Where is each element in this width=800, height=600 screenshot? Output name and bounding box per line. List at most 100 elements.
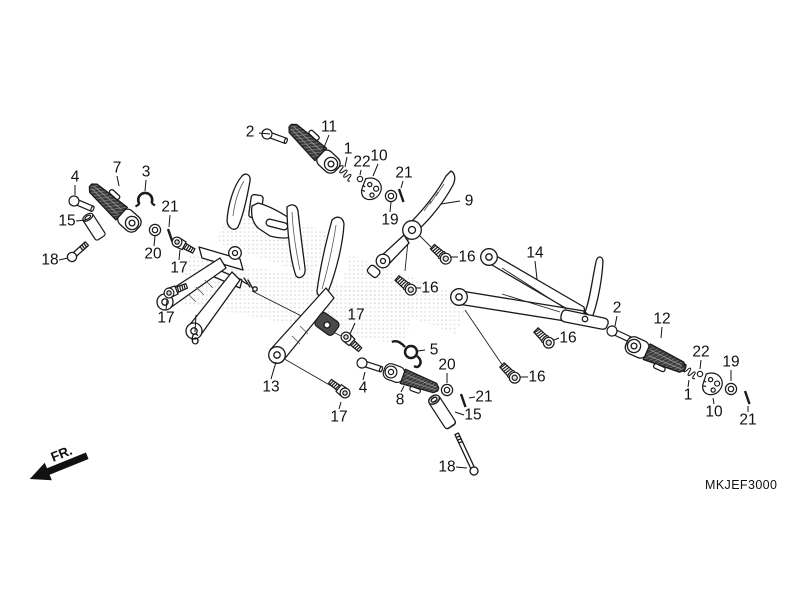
callout-leader-1 — [344, 156, 348, 168]
callout-3: 3 — [142, 164, 151, 181]
callout-leader-10 — [372, 163, 379, 177]
callout-22: 22 — [692, 344, 709, 361]
callout-leader-12 — [660, 326, 663, 339]
callout-14: 14 — [526, 245, 544, 262]
callout-21: 21 — [739, 412, 756, 429]
part-bolt-16-c — [531, 325, 557, 351]
callout-leader-21 — [468, 396, 476, 399]
callout-11: 11 — [321, 119, 337, 136]
part-clip-3 — [134, 191, 156, 208]
callout-12: 12 — [653, 311, 670, 328]
callout-16: 16 — [421, 280, 438, 297]
part-pin-4-left — [66, 193, 97, 215]
callout-leader-18 — [455, 466, 468, 469]
callout-16: 16 — [559, 330, 576, 347]
callout-19: 19 — [722, 354, 739, 371]
fr-direction-arrow: FR. — [29, 443, 89, 481]
part-collar-15-left — [80, 210, 107, 242]
callout-18: 18 — [41, 252, 58, 269]
part-pin-21-left — [166, 227, 174, 244]
callout-leader-17 — [165, 299, 168, 311]
callout-10: 10 — [370, 148, 388, 165]
callout-leader-9 — [440, 200, 461, 205]
callout-20: 20 — [144, 246, 162, 263]
callout-leader-2 — [258, 132, 271, 135]
arrow-icon — [29, 452, 89, 481]
part-bolt-18-left — [66, 241, 90, 263]
part-washer-20-left — [148, 223, 162, 237]
callout-16: 16 — [528, 369, 545, 386]
callout-leader-17 — [338, 401, 342, 410]
callout-leader-21 — [400, 180, 404, 189]
callout-leader-11 — [322, 134, 330, 151]
callout-leader-13 — [270, 361, 277, 380]
callout-leader-8 — [400, 385, 405, 393]
callout-4: 4 — [71, 169, 80, 186]
part-spring-1-top — [336, 163, 355, 183]
part-footpeg-12 — [621, 333, 690, 381]
callout-21: 21 — [395, 165, 412, 182]
callout-leader-14 — [534, 260, 538, 280]
callout-leader-1 — [687, 379, 690, 388]
part-plate-10-top — [359, 176, 384, 203]
callout-leader-16 — [553, 337, 560, 341]
part-bolt-16-d — [497, 360, 523, 386]
part-footpeg-8 — [380, 361, 442, 400]
callout-leader-18 — [58, 257, 69, 261]
callout-17: 17 — [157, 310, 174, 327]
callout-leader-20 — [153, 235, 156, 247]
part-bolt-17-c — [326, 376, 353, 401]
callout-9: 9 — [465, 193, 474, 210]
part-bolt-17-a — [169, 234, 197, 256]
part-ring-22-right — [696, 370, 704, 378]
part-washer-19-top — [384, 189, 398, 203]
callout-1: 1 — [344, 141, 353, 158]
callout-16: 16 — [458, 249, 475, 266]
callout-2: 2 — [246, 124, 255, 141]
callout-17: 17 — [347, 307, 364, 324]
callout-22: 22 — [353, 154, 370, 171]
part-bolt-16-a — [428, 242, 454, 267]
callout-6: 6 — [191, 332, 200, 349]
callout-10: 10 — [705, 404, 723, 421]
callout-21: 21 — [161, 199, 178, 216]
callout-leader-15 — [75, 219, 87, 222]
part-lever-9 — [366, 170, 456, 279]
callout-leader-4 — [362, 371, 366, 381]
part-pin-21-right — [743, 389, 751, 406]
callout-5: 5 — [430, 342, 439, 359]
part-washer-19-right — [724, 382, 738, 396]
callout-leader-21 — [168, 214, 171, 228]
part-collar-15-rear — [426, 392, 458, 431]
callout-17: 17 — [170, 260, 187, 277]
callout-18: 18 — [438, 459, 455, 476]
callout-19: 19 — [381, 212, 398, 229]
part-pin-21-rear — [459, 392, 467, 409]
part-step-bracket-13 — [268, 204, 345, 364]
callout-leader-6 — [194, 314, 197, 333]
callout-leader-22 — [359, 169, 362, 176]
callout-2: 2 — [613, 300, 622, 317]
part-spring-5 — [391, 339, 422, 369]
callout-15: 15 — [464, 407, 481, 424]
callout-7: 7 — [113, 160, 122, 177]
callout-leader-10 — [712, 397, 715, 405]
callout-leader-2 — [614, 315, 618, 327]
callout-17: 17 — [330, 409, 347, 426]
callout-leader-17 — [349, 322, 356, 335]
part-code: MKJEF3000 — [705, 478, 777, 492]
part-pin-2-top — [259, 126, 290, 147]
callout-leader-15 — [454, 411, 465, 416]
part-pin-4-rear — [355, 356, 385, 375]
callout-leader-3 — [144, 179, 147, 192]
part-washer-20-rear — [440, 383, 454, 397]
part-plate-10-right — [700, 371, 725, 397]
callout-8: 8 — [396, 392, 405, 409]
callout-leader-5 — [417, 349, 426, 352]
callout-leader-19 — [389, 201, 392, 213]
part-pin-21-top — [397, 187, 405, 204]
callout-15: 15 — [58, 213, 75, 230]
